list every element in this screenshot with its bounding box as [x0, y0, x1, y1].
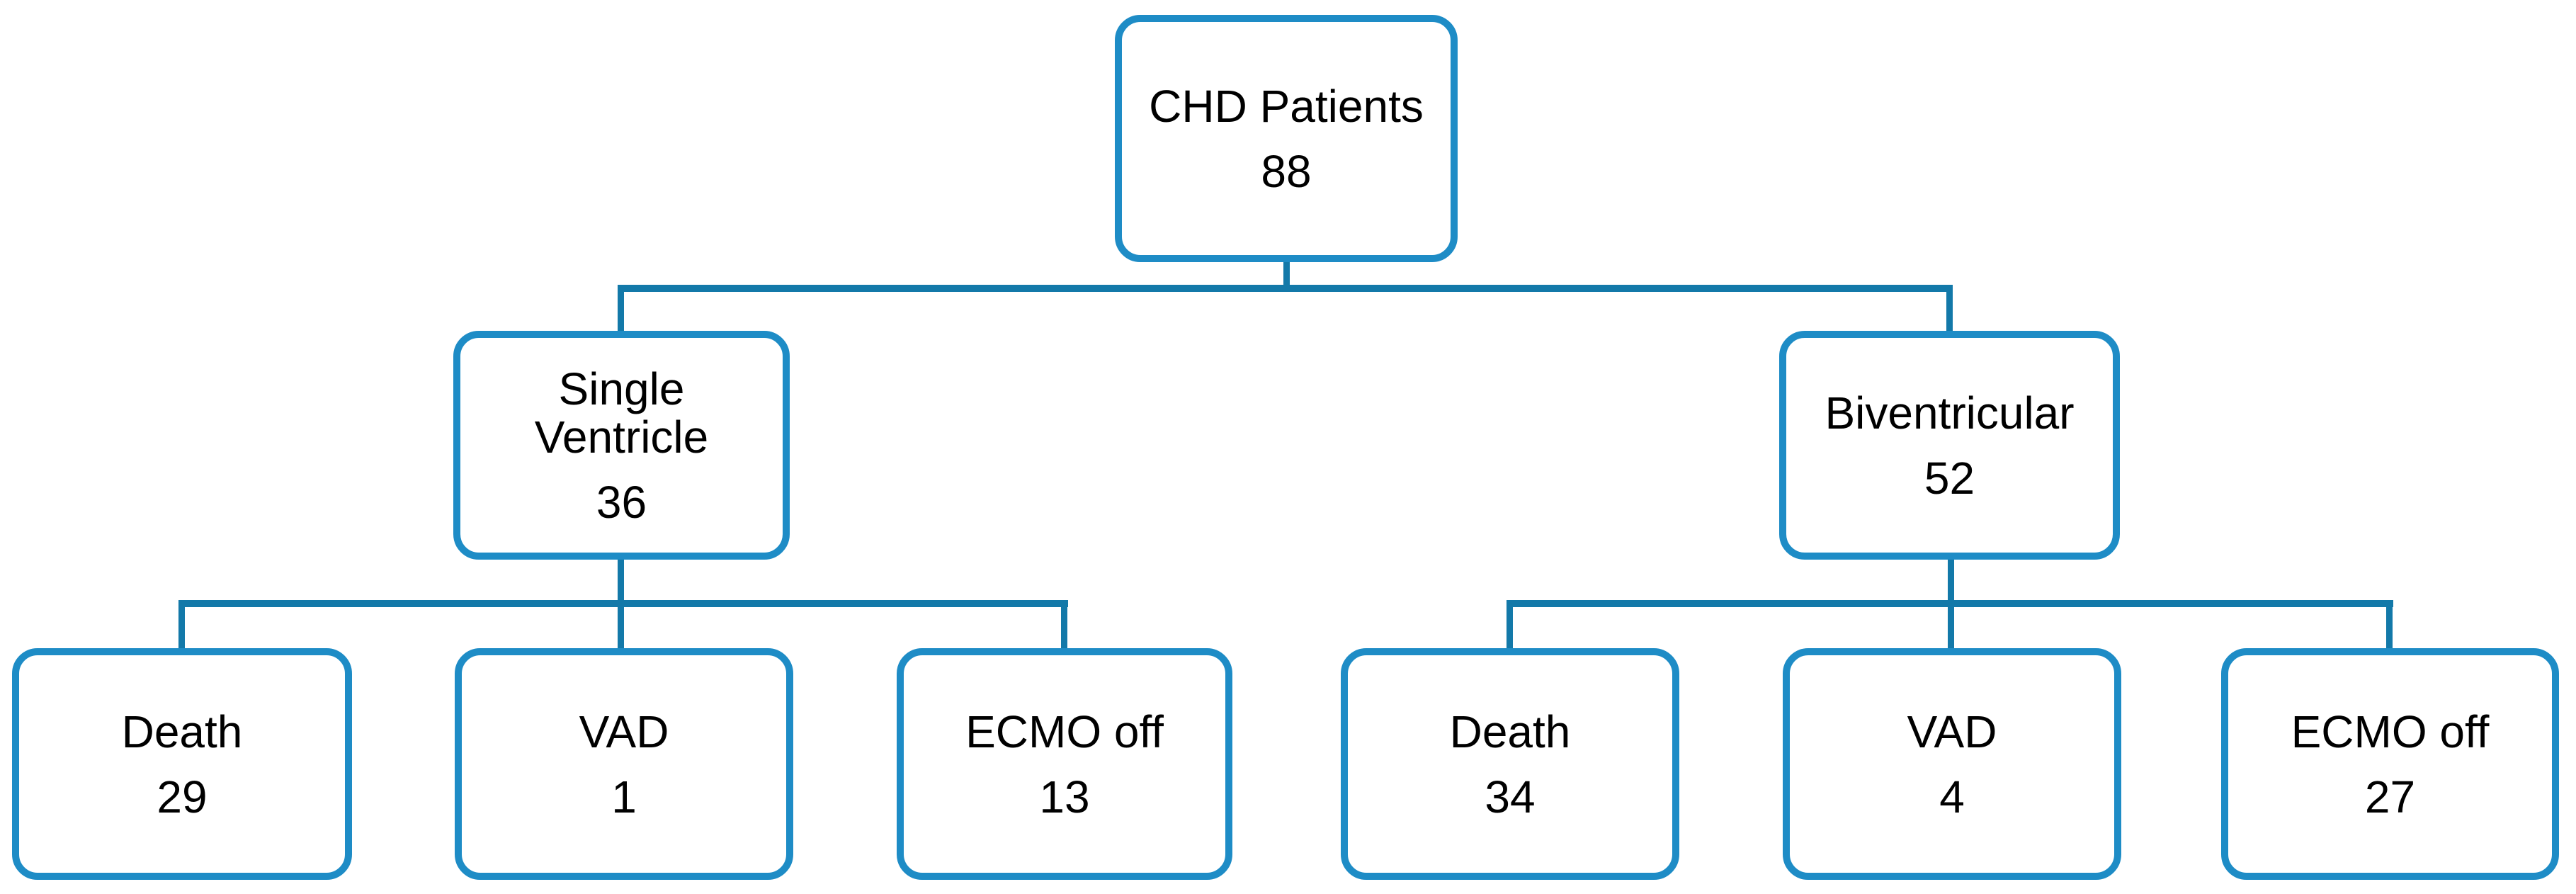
node-count: 88 [1261, 145, 1312, 197]
node-label: VAD [1907, 706, 1997, 757]
node-ecmo-off-biventricular: ECMO off 27 [2221, 648, 2559, 880]
connector-root-drop [1283, 261, 1290, 288]
node-count: 34 [1485, 771, 1536, 822]
node-count: 27 [2364, 771, 2416, 822]
connector-biventricular-in [1946, 290, 1953, 333]
node-label: Biventricular [1825, 387, 2075, 438]
node-count: 29 [157, 771, 208, 822]
node-label: ECMO off [965, 706, 1164, 757]
node-chd-patients: CHD Patients 88 [1115, 15, 1458, 262]
connector-single-ventricle-in [618, 290, 624, 333]
node-vad-single-ventricle: VAD 1 [455, 648, 793, 880]
connector-death-right-in [1507, 606, 1513, 650]
node-single-ventricle: Single Ventricle 36 [453, 331, 790, 560]
connector-death-left-in [178, 606, 185, 650]
node-label: VAD [579, 706, 669, 757]
node-death-biventricular: Death 34 [1341, 648, 1679, 880]
node-death-single-ventricle: Death 29 [12, 648, 352, 880]
node-label: Death [121, 706, 243, 757]
node-count: 1 [611, 771, 637, 822]
connector-ecmo-left-in [1061, 606, 1067, 650]
node-count: 36 [596, 476, 647, 528]
connector-ecmo-right-in [2386, 606, 2393, 650]
node-vad-biventricular: VAD 4 [1783, 648, 2121, 880]
connector-level1-horizontal [618, 285, 1953, 292]
connector-left-horizontal [178, 600, 1068, 607]
node-ecmo-off-single-ventricle: ECMO off 13 [897, 648, 1232, 880]
node-biventricular: Biventricular 52 [1779, 331, 2120, 560]
node-count: 13 [1039, 771, 1090, 822]
node-label: Death [1449, 706, 1571, 757]
node-count: 52 [1924, 452, 1975, 504]
node-label: Single Ventricle [534, 363, 709, 463]
node-label: ECMO off [2291, 706, 2490, 757]
connector-right-horizontal [1507, 600, 2393, 607]
node-count: 4 [1939, 771, 1965, 822]
node-label: CHD Patients [1149, 80, 1424, 132]
